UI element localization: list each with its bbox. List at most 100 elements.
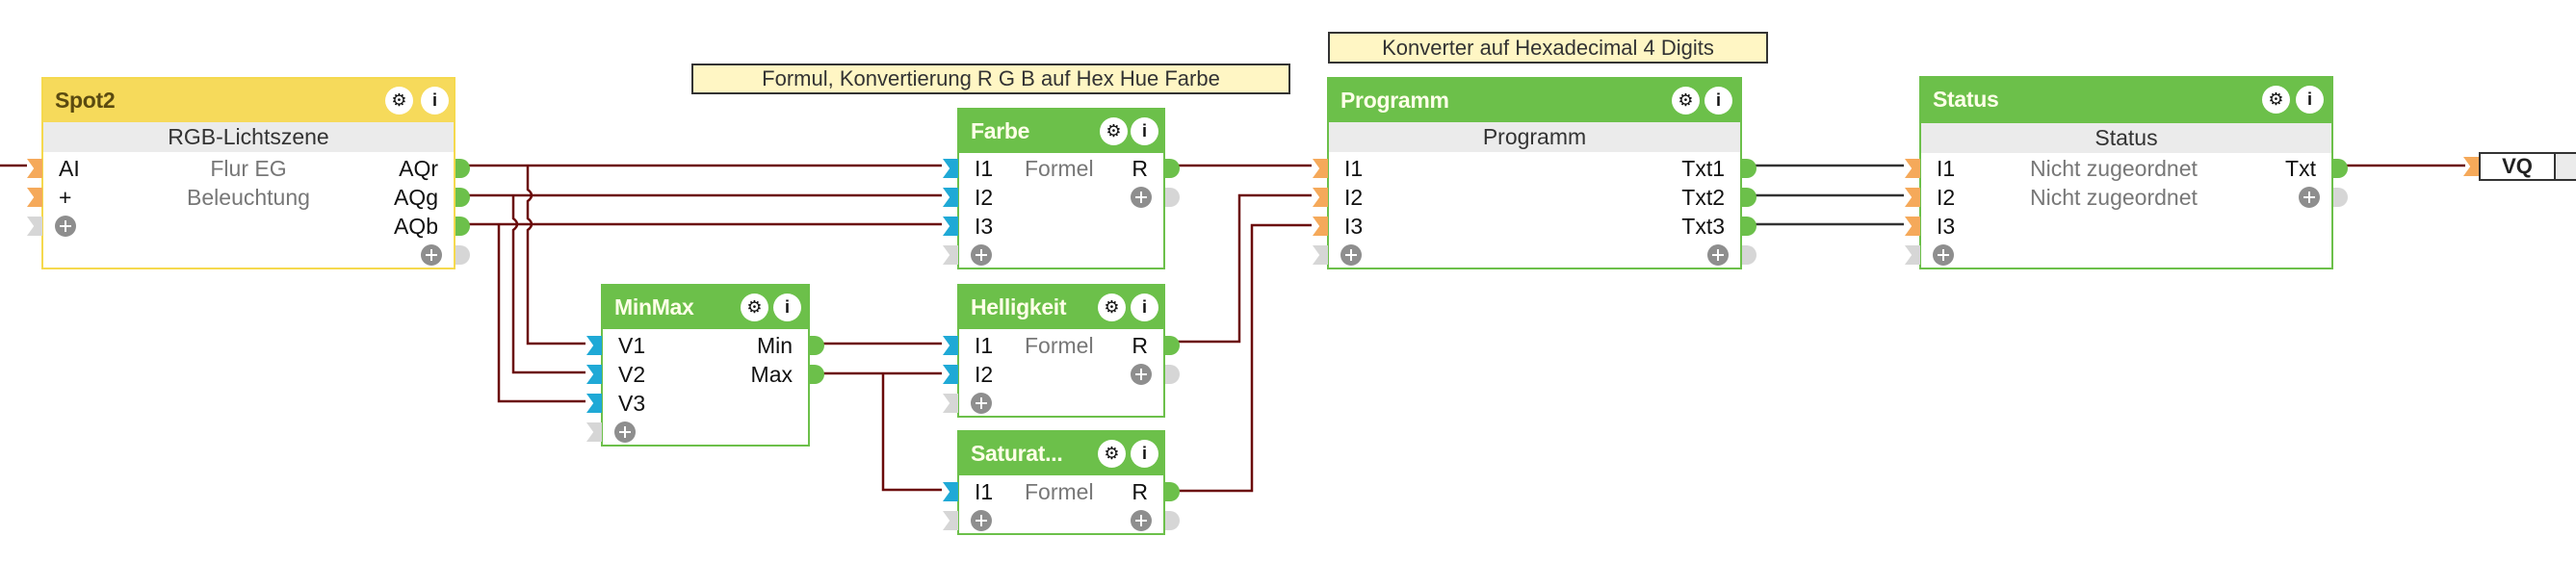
input-connector[interactable] [1313,217,1328,236]
block-status[interactable]: Status ⚙ i Status I1 Nicht zugeordnet Tx… [1905,76,2348,269]
gear-icon[interactable]: ⚙ [1098,294,1126,321]
block-minmax[interactable]: MinMax ⚙ i V1 Min V2 Max V3 [586,284,824,447]
annotation-formula-note[interactable]: Formul, Konvertierung R G B auf Hex Hue … [691,64,1290,94]
input-connector[interactable] [943,217,958,236]
block-farbe[interactable]: Farbe ⚙ i I1 Formel R I2 I3 [943,108,1180,269]
vq-input-connector[interactable] [2463,157,2479,176]
block-subtitle: RGB-Lichtszene [43,122,454,152]
wire-saturation-programm-i3[interactable] [1178,223,1312,493]
info-icon[interactable]: i [1704,87,1732,115]
input-connector-empty[interactable] [586,422,602,442]
output-connector[interactable] [1165,159,1180,178]
info-icon[interactable]: i [421,87,449,115]
wire-aqg-minmax-v2[interactable] [511,195,585,374]
output-connector[interactable] [1742,159,1756,178]
gear-icon[interactable]: ⚙ [741,294,768,321]
block-helligkeit[interactable]: Helligkeit ⚙ i I1 Formel R I2 [943,284,1180,418]
wire-aqr-minmax-v1[interactable] [526,166,585,345]
block-programm[interactable]: Programm ⚙ i Programm I1 Txt1 I2 Txt2 I3… [1313,77,1756,269]
input-connector[interactable] [943,482,958,501]
info-icon[interactable]: i [1131,440,1158,468]
gear-icon[interactable]: ⚙ [1672,87,1700,115]
block-header[interactable]: Helligkeit ⚙ i [959,286,1163,329]
input-connector-empty[interactable] [943,245,958,265]
add-output-icon[interactable] [1131,187,1152,208]
block-spot2[interactable]: Spot2 ⚙ i RGB-Lichtszene AI Flur EG AQr … [27,77,470,269]
annotation-converter-note[interactable]: Konverter auf Hexadecimal 4 Digits [1328,32,1768,64]
input-connector[interactable] [943,336,958,355]
input-connector[interactable] [1905,159,1920,178]
gear-icon[interactable]: ⚙ [1098,440,1126,468]
input-connector[interactable] [586,394,602,413]
add-output-icon[interactable] [1131,510,1152,531]
block-header[interactable]: Programm ⚙ i [1329,79,1740,122]
input-connector[interactable] [586,336,602,355]
gear-icon[interactable]: ⚙ [2262,86,2290,114]
input-connector[interactable] [943,159,958,178]
add-input-icon[interactable] [614,422,636,443]
output-connector[interactable] [455,188,470,207]
info-icon[interactable]: i [773,294,801,321]
output-connector[interactable] [2333,159,2348,178]
wire-aqb-minmax-v3[interactable] [497,224,585,403]
block-header[interactable]: Saturat... ⚙ i [959,432,1163,475]
output-connector-empty[interactable] [1165,365,1180,384]
input-connector[interactable] [1905,217,1920,236]
add-input-icon[interactable] [971,244,992,266]
add-input-icon[interactable] [55,216,76,237]
input-connector-empty[interactable] [27,217,42,236]
block-header[interactable]: Spot2 ⚙ i [43,79,454,122]
port-row [1313,241,1756,269]
output-connector[interactable] [1165,482,1180,501]
add-input-icon[interactable] [1933,244,1954,266]
output-connector[interactable] [1742,188,1756,207]
add-input-icon[interactable] [971,393,992,414]
input-connector[interactable] [27,159,42,178]
input-connector[interactable] [1313,188,1328,207]
block-saturation[interactable]: Saturat... ⚙ i I1 Formel R [943,430,1180,535]
block-header[interactable]: MinMax ⚙ i [603,286,808,329]
wire-helligkeit-programm-i2[interactable] [1178,193,1312,344]
output-connector[interactable] [1742,217,1756,236]
output-connector-empty[interactable] [1742,245,1756,265]
input-connector[interactable] [586,365,602,384]
input-label: I2 [975,362,994,387]
block-header[interactable]: Status ⚙ i [1921,78,2331,123]
input-connector-empty[interactable] [1313,245,1328,265]
add-output-icon[interactable] [421,244,442,266]
info-icon[interactable]: i [2296,86,2324,114]
output-connector[interactable] [455,159,470,178]
add-input-icon[interactable] [971,510,992,531]
output-vq[interactable]: VQ [2479,152,2576,181]
output-connector-empty[interactable] [2333,188,2348,207]
output-connector-empty[interactable] [1165,188,1180,207]
add-input-icon[interactable] [1340,244,1362,266]
block-header[interactable]: Farbe ⚙ i [959,110,1163,153]
input-connector-empty[interactable] [1905,245,1920,265]
input-connector[interactable] [943,188,958,207]
input-connector[interactable] [943,365,958,384]
vq-value[interactable] [2556,154,2576,179]
input-connector[interactable] [1905,188,1920,207]
output-connector-empty[interactable] [455,245,470,265]
gear-icon[interactable]: ⚙ [385,87,413,115]
input-connector-empty[interactable] [943,394,958,413]
middle-label: Nicht zugeordnet [2030,185,2198,210]
output-connector-empty[interactable] [1165,511,1180,530]
add-output-icon[interactable] [1131,364,1152,385]
gear-icon[interactable]: ⚙ [1100,117,1128,145]
input-connector[interactable] [27,188,42,207]
output-connector[interactable] [1165,336,1180,355]
output-connector[interactable] [455,217,470,236]
add-output-icon[interactable] [2299,187,2320,208]
add-output-icon[interactable] [1707,244,1729,266]
port-row: I2 [943,360,1180,389]
info-icon[interactable]: i [1131,294,1158,321]
output-connector[interactable] [810,365,824,384]
port-row: I3 [943,212,1163,241]
wire-max-saturation-i1[interactable] [881,373,942,492]
input-connector[interactable] [1313,159,1328,178]
input-connector-empty[interactable] [943,511,958,530]
info-icon[interactable]: i [1131,117,1158,145]
output-connector[interactable] [810,336,824,355]
